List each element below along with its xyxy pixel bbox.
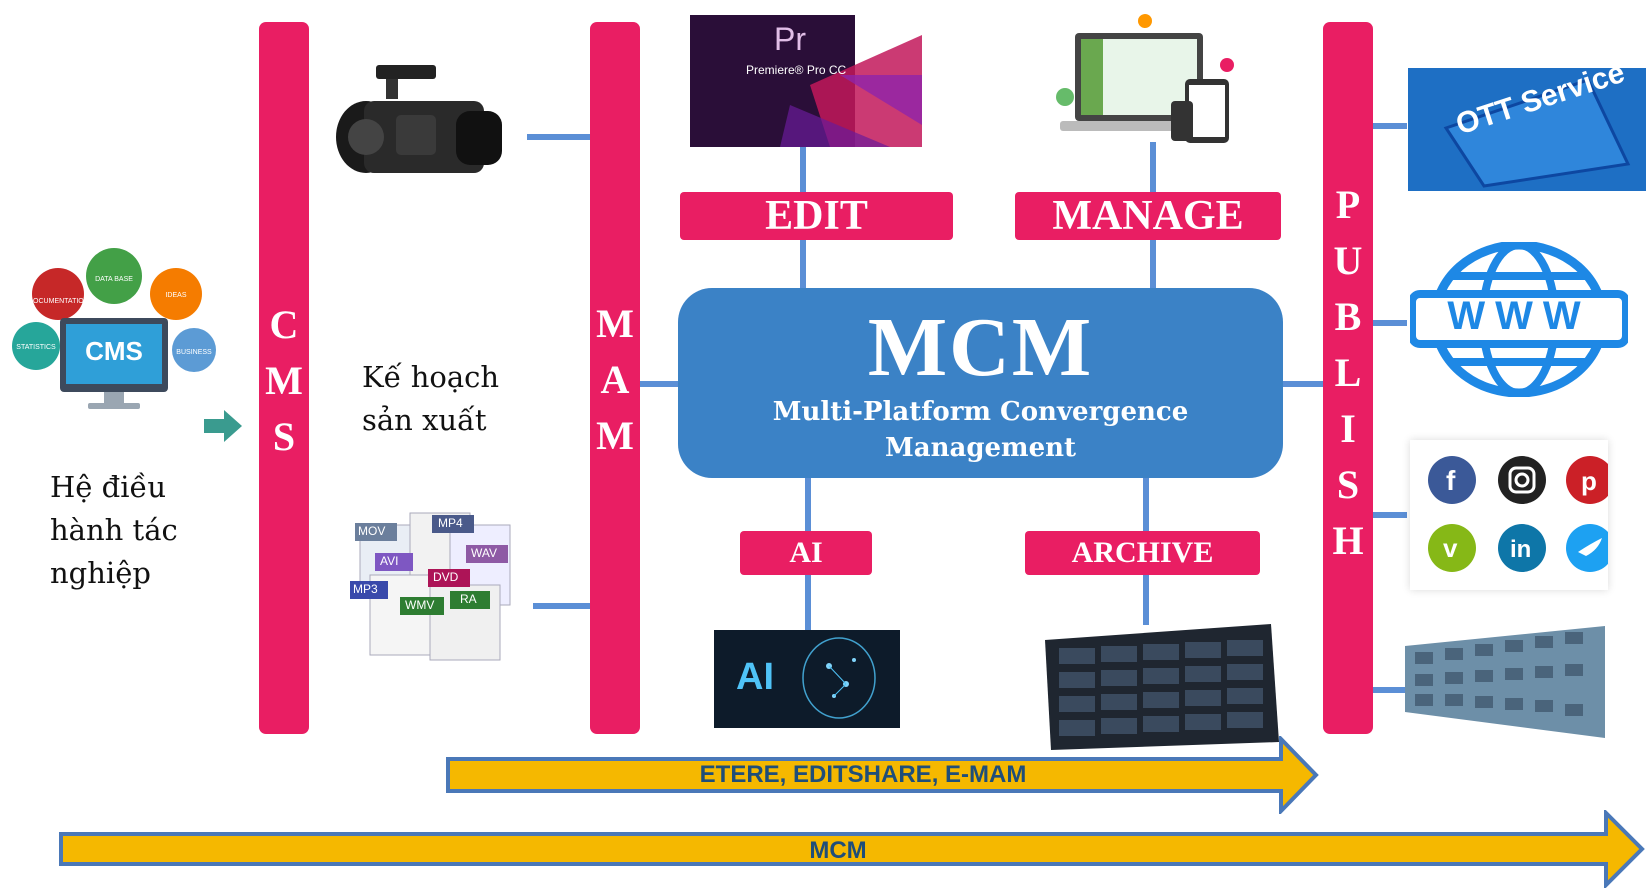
- mam-hub-connector: [640, 381, 680, 387]
- format-mp3: MP3: [353, 582, 378, 596]
- publish-video-wall-connector: [1373, 687, 1407, 693]
- premiere-edit-connector: [800, 147, 806, 192]
- mam-bar: [590, 22, 640, 734]
- mcm-hub: MCM Multi-Platform Convergence Managemen…: [678, 288, 1283, 478]
- mcm-hub-subtitle-2: Management: [884, 433, 1077, 463]
- cms-bar: [259, 22, 309, 734]
- media-formats-icon: MOV MP4 AVI WAV DVD MP3 WMV RA: [350, 505, 535, 665]
- svg-text:p: p: [1581, 466, 1597, 496]
- publish-letter: B: [1334, 294, 1362, 339]
- hub-ai-connector: [805, 478, 811, 531]
- publish-web-connector: [1373, 320, 1407, 326]
- ott-service-image: OTT Service: [1408, 68, 1646, 191]
- premiere-pro-image: Pr Premiere® Pro CC: [690, 15, 922, 147]
- mcm-hub-title: MCM: [867, 301, 1094, 394]
- publish-social-connector: [1373, 512, 1407, 518]
- devices-manage-connector: [1150, 142, 1156, 192]
- cms-bar-label: C M S: [259, 297, 309, 465]
- cms-letter: C: [269, 302, 299, 347]
- format-mov: MOV: [358, 524, 386, 538]
- svg-text:f: f: [1446, 465, 1456, 496]
- video-wall-image: [1405, 626, 1605, 738]
- www-globe-icon: WWW: [1408, 240, 1630, 398]
- mcm-arrow: [58, 808, 1646, 890]
- camera-connector: [527, 134, 591, 140]
- bubble-documentation: DOCUMENTATION: [28, 298, 89, 305]
- format-wav: WAV: [471, 546, 497, 560]
- manage-devices-image: [1045, 5, 1245, 147]
- vendors-arrow: [445, 734, 1320, 816]
- hub-archive-connector: [1143, 478, 1149, 531]
- input-arrow-icon: [204, 408, 244, 444]
- camcorder-icon: [336, 55, 536, 190]
- media-connector: [533, 603, 591, 609]
- format-ra: RA: [460, 592, 477, 606]
- publish-letter: U: [1333, 238, 1363, 283]
- vendors-arrow-label: ETERE, EDITSHARE, E-MAM: [699, 761, 1027, 788]
- production-plan-caption: Kế hoạch sản xuất: [362, 356, 499, 442]
- archive-image-connector: [1143, 575, 1149, 625]
- bubble-business: BUSINESS: [176, 349, 212, 356]
- mam-letter: M: [596, 301, 634, 346]
- ai-image: AI: [714, 630, 900, 728]
- svg-text:in: in: [1510, 536, 1531, 563]
- os-caption-line-1: Hệ điều: [50, 470, 167, 504]
- publish-letter: I: [1340, 406, 1356, 451]
- hub-publish-connector: [1282, 381, 1324, 387]
- archive-label: ARCHIVE: [1025, 531, 1260, 575]
- svg-text:v: v: [1443, 533, 1458, 563]
- cms-illustration: CMS DOCUMENTATION DATA BASE IDEAS STATIS…: [8, 246, 218, 416]
- publish-letter: H: [1332, 518, 1364, 563]
- os-caption-line-2: hành tác: [50, 513, 178, 547]
- publish-bar-label: P U B L I S H: [1323, 177, 1373, 569]
- premiere-name: Premiere® Pro CC: [746, 63, 847, 77]
- publish-ott-connector: [1373, 123, 1407, 129]
- storage-server-image: [1035, 620, 1283, 755]
- edit-label: EDIT: [680, 192, 953, 240]
- bubble-database: DATA BASE: [95, 276, 133, 283]
- cms-screen-label: CMS: [85, 336, 143, 366]
- os-caption: Hệ điều hành tác nghiệp: [50, 466, 178, 595]
- www-text: WWW: [1447, 294, 1591, 338]
- premiere-logo: Pr: [774, 21, 806, 57]
- social-media-panel: f p v in: [1410, 440, 1614, 590]
- mcm-arrow-label: MCM: [809, 837, 867, 864]
- manage-hub-connector: [1150, 240, 1156, 289]
- format-mp4: MP4: [438, 516, 463, 530]
- ai-image-connector: [805, 575, 811, 630]
- manage-label: MANAGE: [1015, 192, 1281, 240]
- mcm-hub-subtitle-1: Multi-Platform Convergence: [772, 397, 1189, 427]
- publish-bar: [1323, 22, 1373, 734]
- format-dvd: DVD: [433, 570, 459, 584]
- publish-letter: L: [1334, 350, 1362, 395]
- plan-caption-line-1: Kế hoạch: [362, 360, 500, 394]
- publish-letter: S: [1336, 462, 1360, 507]
- mam-bar-label: M A M: [590, 296, 640, 464]
- format-avi: AVI: [380, 554, 399, 568]
- ai-logo: AI: [736, 656, 774, 698]
- bubble-ideas: IDEAS: [165, 292, 187, 299]
- os-caption-line-3: nghiệp: [50, 556, 151, 590]
- edit-hub-connector: [800, 240, 806, 289]
- cms-letter: S: [272, 414, 296, 459]
- bubble-statistics: STATISTICS: [16, 344, 56, 351]
- plan-caption-line-2: sản xuất: [362, 403, 487, 437]
- publish-letter: P: [1335, 182, 1361, 227]
- format-wmv: WMV: [405, 598, 435, 612]
- cms-letter: M: [265, 358, 303, 403]
- mam-letter: A: [600, 357, 630, 402]
- mam-letter: M: [596, 413, 634, 458]
- ai-label: AI: [740, 531, 872, 575]
